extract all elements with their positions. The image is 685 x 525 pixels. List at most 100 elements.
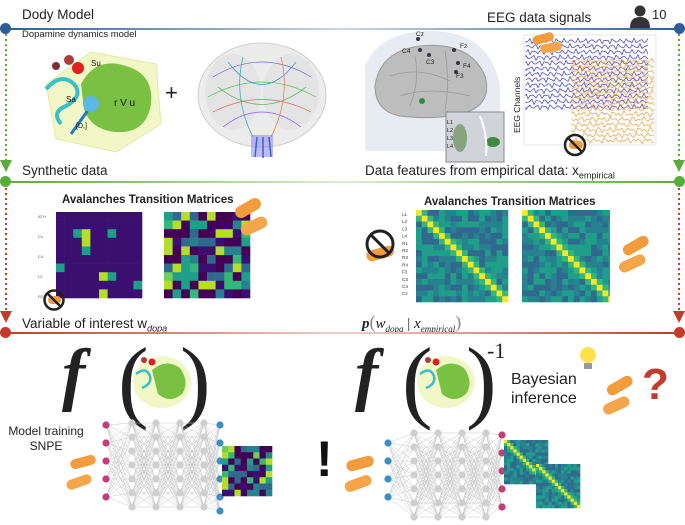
nn-node xyxy=(128,447,136,455)
nn-edge xyxy=(105,450,133,462)
matrix-cell xyxy=(189,246,199,256)
matrix-cell xyxy=(421,244,428,251)
matrix-cell xyxy=(542,489,546,493)
matrix-cell xyxy=(467,273,474,280)
matrix-cell xyxy=(539,489,543,493)
matrix-row-label: R3 xyxy=(402,255,408,260)
matrix-cell xyxy=(462,227,469,234)
nn-edge xyxy=(485,446,503,472)
nn-edge xyxy=(461,488,487,518)
matrix-cell xyxy=(439,273,446,280)
matrix-cell xyxy=(556,261,563,268)
matrix-cell xyxy=(539,244,546,251)
matrix-cell xyxy=(519,452,524,457)
matrix-cell xyxy=(485,221,492,228)
matrix-cell xyxy=(479,233,486,240)
matrix-cell xyxy=(544,449,549,453)
matrix-cell xyxy=(504,455,508,460)
nn-edge xyxy=(105,492,133,498)
matrix-cell xyxy=(133,229,143,239)
matrix-cell xyxy=(545,250,552,257)
matrix-cell xyxy=(596,210,603,217)
matrix-row-label: C3 xyxy=(402,277,408,282)
matrix-cell xyxy=(545,492,549,496)
matrix-cell xyxy=(73,255,83,264)
matrix-cell xyxy=(485,267,492,274)
matrix-cell xyxy=(496,250,503,257)
matrix-cell xyxy=(596,244,603,251)
matrix-cell xyxy=(591,233,598,240)
matrix-cell xyxy=(510,458,514,463)
matrix-cell xyxy=(502,227,509,234)
matrix-cell xyxy=(456,261,463,268)
nn-node xyxy=(152,461,160,469)
nn-edge xyxy=(485,434,503,476)
matrix-cell xyxy=(513,462,517,466)
nn-edge xyxy=(387,432,415,498)
matrix-cell xyxy=(439,233,446,240)
matrix-cell xyxy=(532,449,536,453)
matrix-cell xyxy=(433,296,440,303)
nn-edge xyxy=(387,442,415,490)
matrix-cell xyxy=(99,237,108,247)
matrix-cell xyxy=(585,273,592,280)
matrix-cell xyxy=(507,474,511,479)
matrix-cell xyxy=(241,246,251,256)
matrix-cell xyxy=(124,289,134,299)
matrix-cell xyxy=(576,492,581,496)
matrix-cell xyxy=(433,273,440,280)
eeg-trace-blue xyxy=(525,53,649,62)
matrix-cell xyxy=(573,504,578,509)
matrix-cell xyxy=(234,452,242,459)
plus-sign: + xyxy=(165,80,178,105)
matrix-cell xyxy=(516,443,521,447)
matrix-cell xyxy=(56,280,65,290)
matrix-cell xyxy=(564,501,568,506)
nn-edge xyxy=(387,432,415,444)
matrix-cell xyxy=(548,501,553,506)
matrix-cell xyxy=(522,261,529,268)
matrix-cell xyxy=(207,237,216,247)
matrix-row-label: L4 xyxy=(402,234,408,239)
red-right-node xyxy=(674,327,685,338)
nn-edge xyxy=(485,452,503,518)
matrix-cell xyxy=(550,215,557,222)
matrix-cell xyxy=(554,498,559,503)
matrix-cell xyxy=(473,296,480,303)
matrix-cell xyxy=(456,250,463,257)
matrix-cell xyxy=(513,455,517,460)
matrix-cell xyxy=(439,256,446,263)
matrix-cell xyxy=(462,250,469,257)
matrix-cell xyxy=(416,279,423,286)
matrix-cell xyxy=(73,289,83,299)
matrix-cell xyxy=(585,284,592,291)
nn-node xyxy=(482,471,490,479)
inset-l2: L2 xyxy=(447,128,453,134)
nn-edge xyxy=(105,450,133,498)
matrix-cell xyxy=(215,220,225,230)
nn-edge xyxy=(437,432,463,518)
matrix-cell xyxy=(416,238,423,245)
matrix-cell xyxy=(81,272,91,282)
matrix-cell xyxy=(522,480,527,485)
nn-edge xyxy=(485,470,503,490)
matrix-cell xyxy=(504,462,508,466)
matrix-cell xyxy=(591,221,598,228)
matrix-cell xyxy=(485,261,492,268)
matrix-cell xyxy=(232,263,242,273)
nn-edge xyxy=(203,424,221,480)
nn-node xyxy=(498,449,506,457)
matrix-cell xyxy=(539,296,546,303)
nn-node xyxy=(384,457,392,465)
matrix-cell xyxy=(573,221,580,228)
matrix-cell xyxy=(496,261,503,268)
matrix-cell xyxy=(416,284,423,291)
matrix-cell xyxy=(73,229,83,239)
matrix-cell xyxy=(567,489,571,493)
matrix-cell xyxy=(516,446,521,450)
matrix-cell xyxy=(56,255,65,264)
matrix-cell xyxy=(585,215,592,222)
matrix-cell xyxy=(522,455,527,460)
nn-edge xyxy=(155,422,181,480)
